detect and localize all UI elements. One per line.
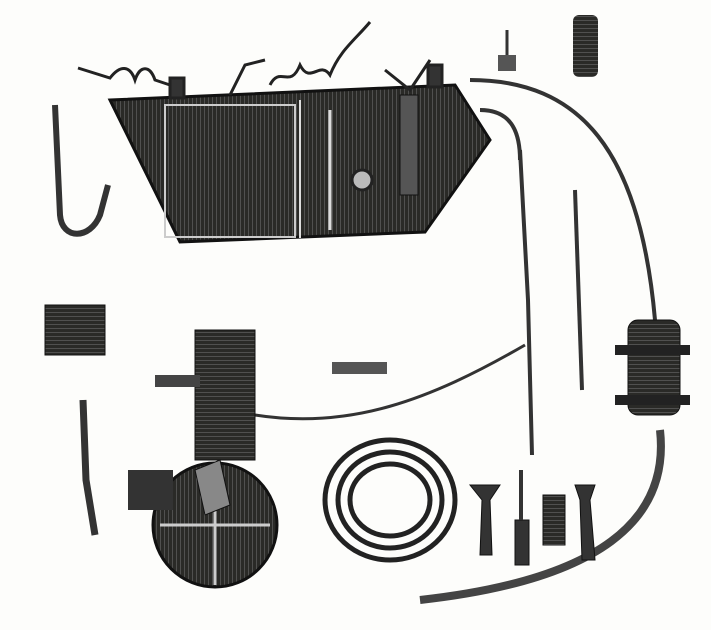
ignition-coil — [615, 319, 690, 416]
spark-plug-cover — [573, 15, 598, 77]
fuel-tank — [107, 83, 492, 244]
valve-cap — [498, 30, 516, 71]
control-rods — [479, 108, 584, 456]
spark-plug — [332, 362, 387, 374]
coiled-cable — [322, 437, 458, 563]
battery-box — [44, 304, 106, 356]
exhaust-pipe — [419, 429, 665, 604]
tools — [468, 470, 596, 566]
fuel-pipe — [469, 78, 657, 321]
tank-fittings — [77, 21, 444, 100]
wire — [254, 343, 526, 421]
engine — [128, 329, 279, 589]
j-hook-rod — [52, 104, 111, 237]
stand-bar — [79, 399, 99, 536]
